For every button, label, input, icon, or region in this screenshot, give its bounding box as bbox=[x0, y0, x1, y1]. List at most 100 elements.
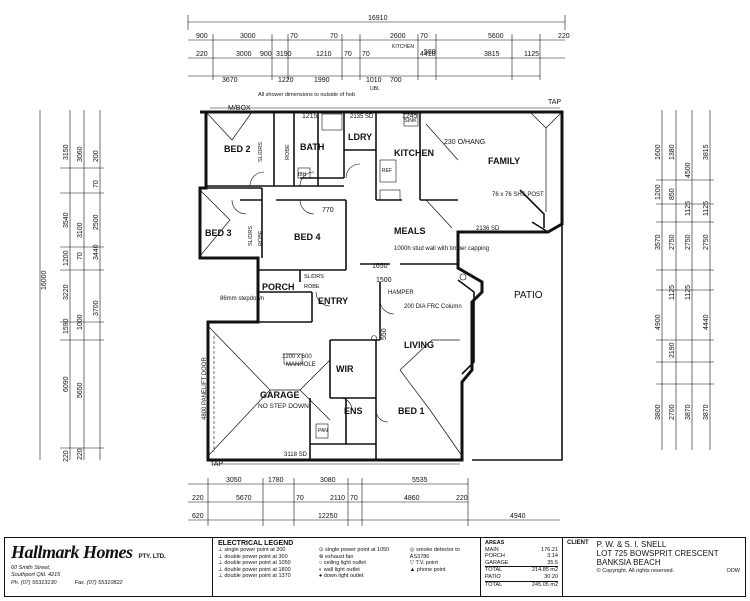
top-dim-3-e: 700 bbox=[390, 77, 402, 84]
bottom-dim-2-g: 220 bbox=[456, 495, 468, 502]
room-labels: BED 2 BATH LDRY KITCHEN FAMILY BED 3 BED… bbox=[205, 132, 543, 416]
bottom-dim-1-c: 3080 bbox=[320, 477, 336, 484]
bottom-dim-2-e: 70 bbox=[350, 495, 358, 502]
room-bath: BATH bbox=[300, 142, 324, 152]
note-wall-1500: 1500 bbox=[376, 277, 392, 284]
client-name: P. W. & S. I. SNELL bbox=[596, 540, 667, 549]
company-fax: Fax. (07) 55310822 bbox=[74, 580, 123, 587]
legend-col-2: ⊙ single power point at 1050 ⊗ exhaust f… bbox=[319, 547, 404, 580]
company-phone: Ph. (07) 55313130 bbox=[11, 580, 57, 587]
left-total-dim: 16000 bbox=[41, 270, 48, 290]
legend-item: ⊙ single power point at 1050 bbox=[318, 547, 390, 553]
tv-point-icon: ▽ bbox=[409, 560, 416, 567]
note-robe-3: ROBE bbox=[304, 284, 320, 290]
legend-item: ● down light outlet bbox=[318, 573, 364, 580]
top-dim-3-c: 1990 bbox=[314, 77, 330, 84]
note-garage-sub: NO STEP DOWN bbox=[258, 403, 309, 410]
top-dim-1-h: 220 bbox=[558, 33, 570, 40]
note-column: 200 DIA FRC Column bbox=[404, 304, 462, 310]
client-label: CLIENT bbox=[567, 540, 589, 546]
kitchen-580-dim: 580 bbox=[424, 49, 436, 56]
left-dimensions: 16000 3150 3540 1200 3220 1590 6090 220 … bbox=[39, 110, 104, 462]
left-dim-b-3: 70 bbox=[77, 252, 84, 260]
left-dim-b-4: 1000 bbox=[77, 314, 84, 330]
room-ens: ENS bbox=[344, 406, 363, 416]
right-dim-b-3: 1125 bbox=[703, 201, 710, 216]
company-cell: Hallmark Homes PTY. LTD. 60 Smith Street… bbox=[5, 538, 213, 596]
power-point-icon: ⊙ bbox=[318, 547, 325, 553]
note-post: 76 x 76 SHS POST bbox=[492, 192, 544, 198]
down-light-icon: ● bbox=[318, 573, 324, 580]
left-dim-a-6: 220 bbox=[63, 450, 70, 462]
legend-item: ▽ T.V. point bbox=[409, 560, 438, 567]
right-dim-b-9: 3870 bbox=[685, 404, 692, 420]
right-dimensions: 1600 1200 3570 4900 3800 1380 850 2750 1… bbox=[655, 110, 714, 450]
electrical-legend-cell: ELECTRICAL LEGEND ⊥ single power point a… bbox=[213, 538, 481, 596]
right-dim-a-5: 3570 bbox=[655, 234, 662, 250]
bottom-dim-1-d: 5535 bbox=[412, 477, 428, 484]
top-dim-1-g: 5600 bbox=[488, 33, 504, 40]
right-dim-b-9b: 3870 bbox=[703, 404, 710, 420]
legend-item: ⊥ double power point at 1050 bbox=[218, 560, 291, 567]
smoke-detector-icon: ◎ bbox=[409, 547, 417, 553]
ceiling-light-icon: ○ bbox=[318, 560, 324, 567]
right-dim-c-1: 1125 bbox=[685, 201, 692, 216]
legend-item: ○ ceiling light outlet bbox=[318, 560, 366, 567]
top-dim-1-f: 70 bbox=[420, 33, 428, 40]
legend-col-3: ◎ smoke detector to AS3786 ▽ T.V. point … bbox=[410, 547, 475, 580]
left-dim-b-0: 3060 bbox=[77, 146, 84, 162]
bottom-dim-3-c: 4940 bbox=[510, 513, 526, 520]
top-dim-1-a: 900 bbox=[196, 33, 208, 40]
title-block: Hallmark Homes PTY. LTD. 60 Smith Street… bbox=[4, 537, 746, 597]
left-dim-c-0b: 3440 bbox=[93, 244, 100, 260]
left-dim-b-6: 5650 bbox=[77, 382, 84, 398]
top-dim-2-i: 3815 bbox=[484, 51, 500, 58]
top-dim-2-f: 70 bbox=[344, 51, 352, 58]
legend-item: ⊥ double power point at 1800 bbox=[218, 566, 291, 573]
left-dim-b-1: 70 bbox=[93, 180, 100, 188]
right-dim-c-2b: 2750 bbox=[703, 234, 710, 250]
legend-item: ⊗ exhaust fan bbox=[318, 553, 354, 560]
legend-col-1: ⊥ single power point at 300 ⊥ double pow… bbox=[218, 547, 313, 580]
client-lot: LOT 725 BOWSPRIT CRESCENT bbox=[596, 549, 719, 558]
top-dim-1-d: 70 bbox=[330, 33, 338, 40]
company-logo: Hallmark Homes bbox=[11, 542, 133, 562]
bottom-dim-2-a: 220 bbox=[192, 495, 204, 502]
note-robe-2: ROBE bbox=[258, 230, 264, 246]
copyright: © Copyright. All rights reserved. bbox=[596, 568, 675, 574]
bottom-dim-1-b: 1780 bbox=[268, 477, 284, 484]
note-pan: PAN bbox=[318, 428, 328, 434]
power-point-icon: ⊥ bbox=[218, 547, 225, 553]
ubl-label: UBL bbox=[370, 86, 380, 92]
right-dim-a-10: 2700 bbox=[669, 404, 676, 420]
company-suffix: PTY. LTD. bbox=[138, 554, 166, 560]
room-bed2: BED 2 bbox=[224, 144, 251, 154]
room-bed3: BED 3 bbox=[205, 228, 232, 238]
right-dim-b-4: 2750 bbox=[669, 234, 676, 250]
phone-point-icon: ▲ bbox=[409, 566, 417, 573]
mbox-label: M/BOX bbox=[228, 105, 251, 112]
left-dim-a-3: 3220 bbox=[63, 284, 70, 300]
bottom-dim-2-f: 4860 bbox=[404, 495, 420, 502]
bottom-dim-2-d: 2110 bbox=[330, 495, 345, 502]
left-dim-b-2: 3700 bbox=[93, 300, 100, 316]
roof-lines bbox=[199, 111, 563, 457]
top-dim-2-e: 1210 bbox=[316, 51, 332, 58]
legend-item: ◐ wall light outlet bbox=[318, 566, 360, 573]
top-dim-2-a: 220 bbox=[196, 51, 208, 58]
wall-dim-markers bbox=[210, 107, 560, 465]
note-wall-1215: 1215 bbox=[302, 113, 318, 120]
legend-item: ⊥ single power point at 300 bbox=[218, 547, 286, 553]
left-dim-c-0: 200 bbox=[93, 150, 100, 162]
top-dim-1-c: 70 bbox=[290, 33, 298, 40]
overall-width-dim: 16910 bbox=[368, 15, 388, 22]
right-dim-c-2: 2750 bbox=[685, 234, 692, 250]
room-entry: ENTRY bbox=[318, 296, 348, 306]
top-dim-2-h: 4410 bbox=[420, 51, 436, 58]
top-dim-3-d: 1010 bbox=[366, 77, 382, 84]
note-sldrs-3: SL/DRS bbox=[304, 274, 324, 280]
